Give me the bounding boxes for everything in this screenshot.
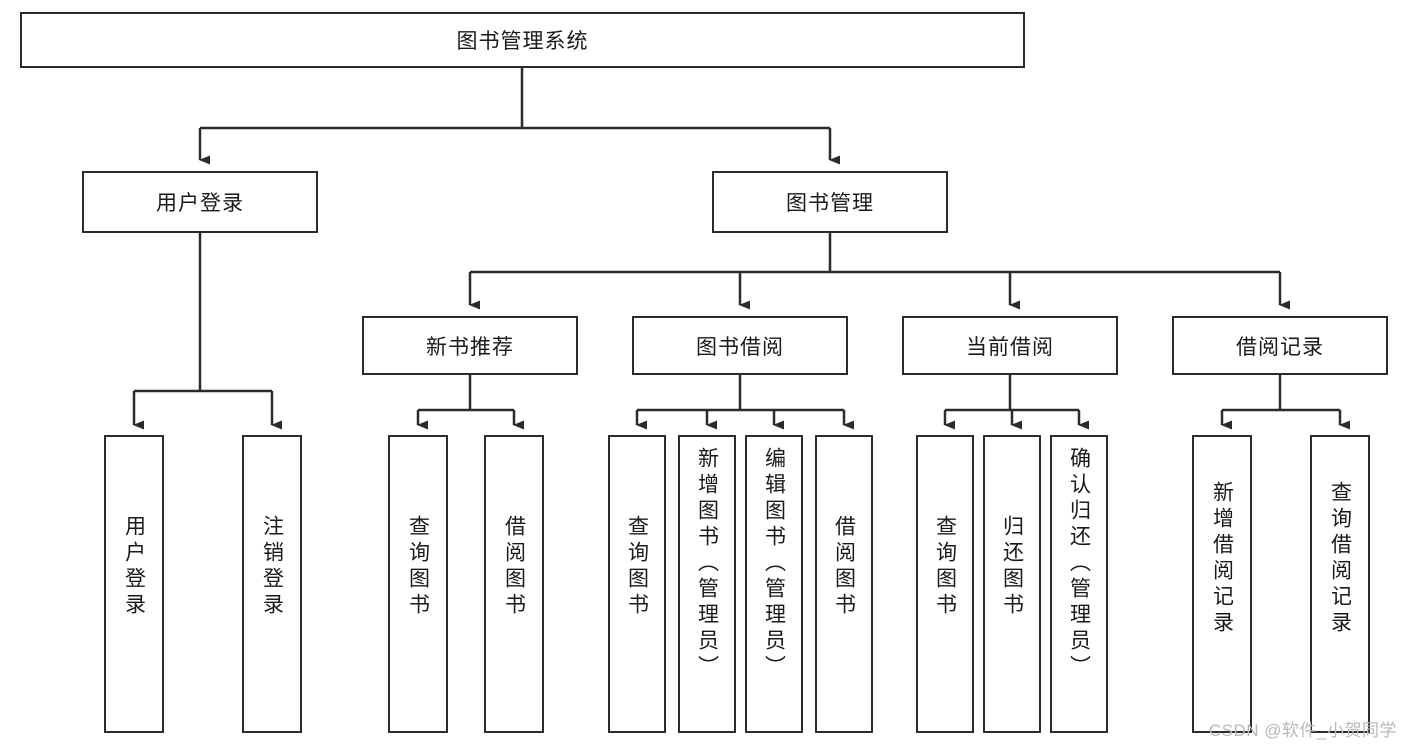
node-leaf-query-book-3[interactable]: 查询图书 [916,435,974,733]
edge-borrowrecord-to-leaves [1220,375,1350,430]
node-root[interactable]: 图书管理系统 [20,12,1025,68]
edge-newbook-to-leaves [416,375,524,430]
node-new-book-rec-label: 新书推荐 [426,335,514,359]
node-book-borrow-label: 图书借阅 [696,335,784,359]
node-leaf-confirm-return-label: 确认归还（管理员） [1067,447,1091,681]
node-leaf-edit-book-label: 编辑图书（管理员） [762,447,786,681]
node-leaf-confirm-return[interactable]: 确认归还（管理员） [1050,435,1108,733]
node-leaf-add-record[interactable]: 新增借阅记录 [1192,435,1252,733]
edge-bookmanage-to-level3 [468,233,1290,310]
node-user-login[interactable]: 用户登录 [82,171,318,233]
node-new-book-rec[interactable]: 新书推荐 [362,316,578,375]
node-current-borrow-label: 当前借阅 [966,335,1054,359]
node-leaf-borrow-book-2-label: 借阅图书 [832,515,856,619]
node-leaf-user-logout[interactable]: 注销登录 [242,435,302,733]
node-leaf-query-book-1[interactable]: 查询图书 [388,435,448,733]
node-leaf-user-login-label: 用户登录 [122,515,146,619]
node-leaf-query-book-1-label: 查询图书 [406,515,430,619]
node-leaf-query-record[interactable]: 查询借阅记录 [1310,435,1370,733]
node-leaf-edit-book[interactable]: 编辑图书（管理员） [745,435,803,733]
node-leaf-borrow-book-1-label: 借阅图书 [502,515,526,619]
edge-bookborrow-to-leaves [635,375,854,430]
node-leaf-query-book-2-label: 查询图书 [625,515,649,619]
edge-root-to-level2 [198,68,840,165]
node-book-manage[interactable]: 图书管理 [712,171,948,233]
edge-userlogin-to-leaves [132,233,282,430]
node-leaf-add-book-label: 新增图书（管理员） [695,447,719,681]
node-leaf-add-record-label: 新增借阅记录 [1210,481,1234,637]
node-book-borrow[interactable]: 图书借阅 [632,316,848,375]
node-leaf-user-login[interactable]: 用户登录 [104,435,164,733]
node-root-label: 图书管理系统 [456,30,589,53]
node-current-borrow[interactable]: 当前借阅 [902,316,1118,375]
node-book-manage-label: 图书管理 [786,192,874,215]
node-leaf-query-book-3-label: 查询图书 [933,515,957,619]
node-borrow-record[interactable]: 借阅记录 [1172,316,1388,375]
node-leaf-borrow-book-1[interactable]: 借阅图书 [484,435,544,733]
node-borrow-record-label: 借阅记录 [1236,335,1324,359]
csdn-watermark: CSDN @软件_小贺同学 [1208,721,1397,740]
node-leaf-query-record-label: 查询借阅记录 [1328,481,1352,637]
edge-currentborrow-to-leaves [943,375,1089,430]
node-leaf-add-book[interactable]: 新增图书（管理员） [678,435,736,733]
node-leaf-borrow-book-2[interactable]: 借阅图书 [815,435,873,733]
node-leaf-return-book-label: 归还图书 [1000,515,1024,619]
node-leaf-return-book[interactable]: 归还图书 [983,435,1041,733]
node-leaf-query-book-2[interactable]: 查询图书 [608,435,666,733]
node-user-login-label: 用户登录 [156,192,244,215]
node-leaf-user-logout-label: 注销登录 [260,515,284,619]
